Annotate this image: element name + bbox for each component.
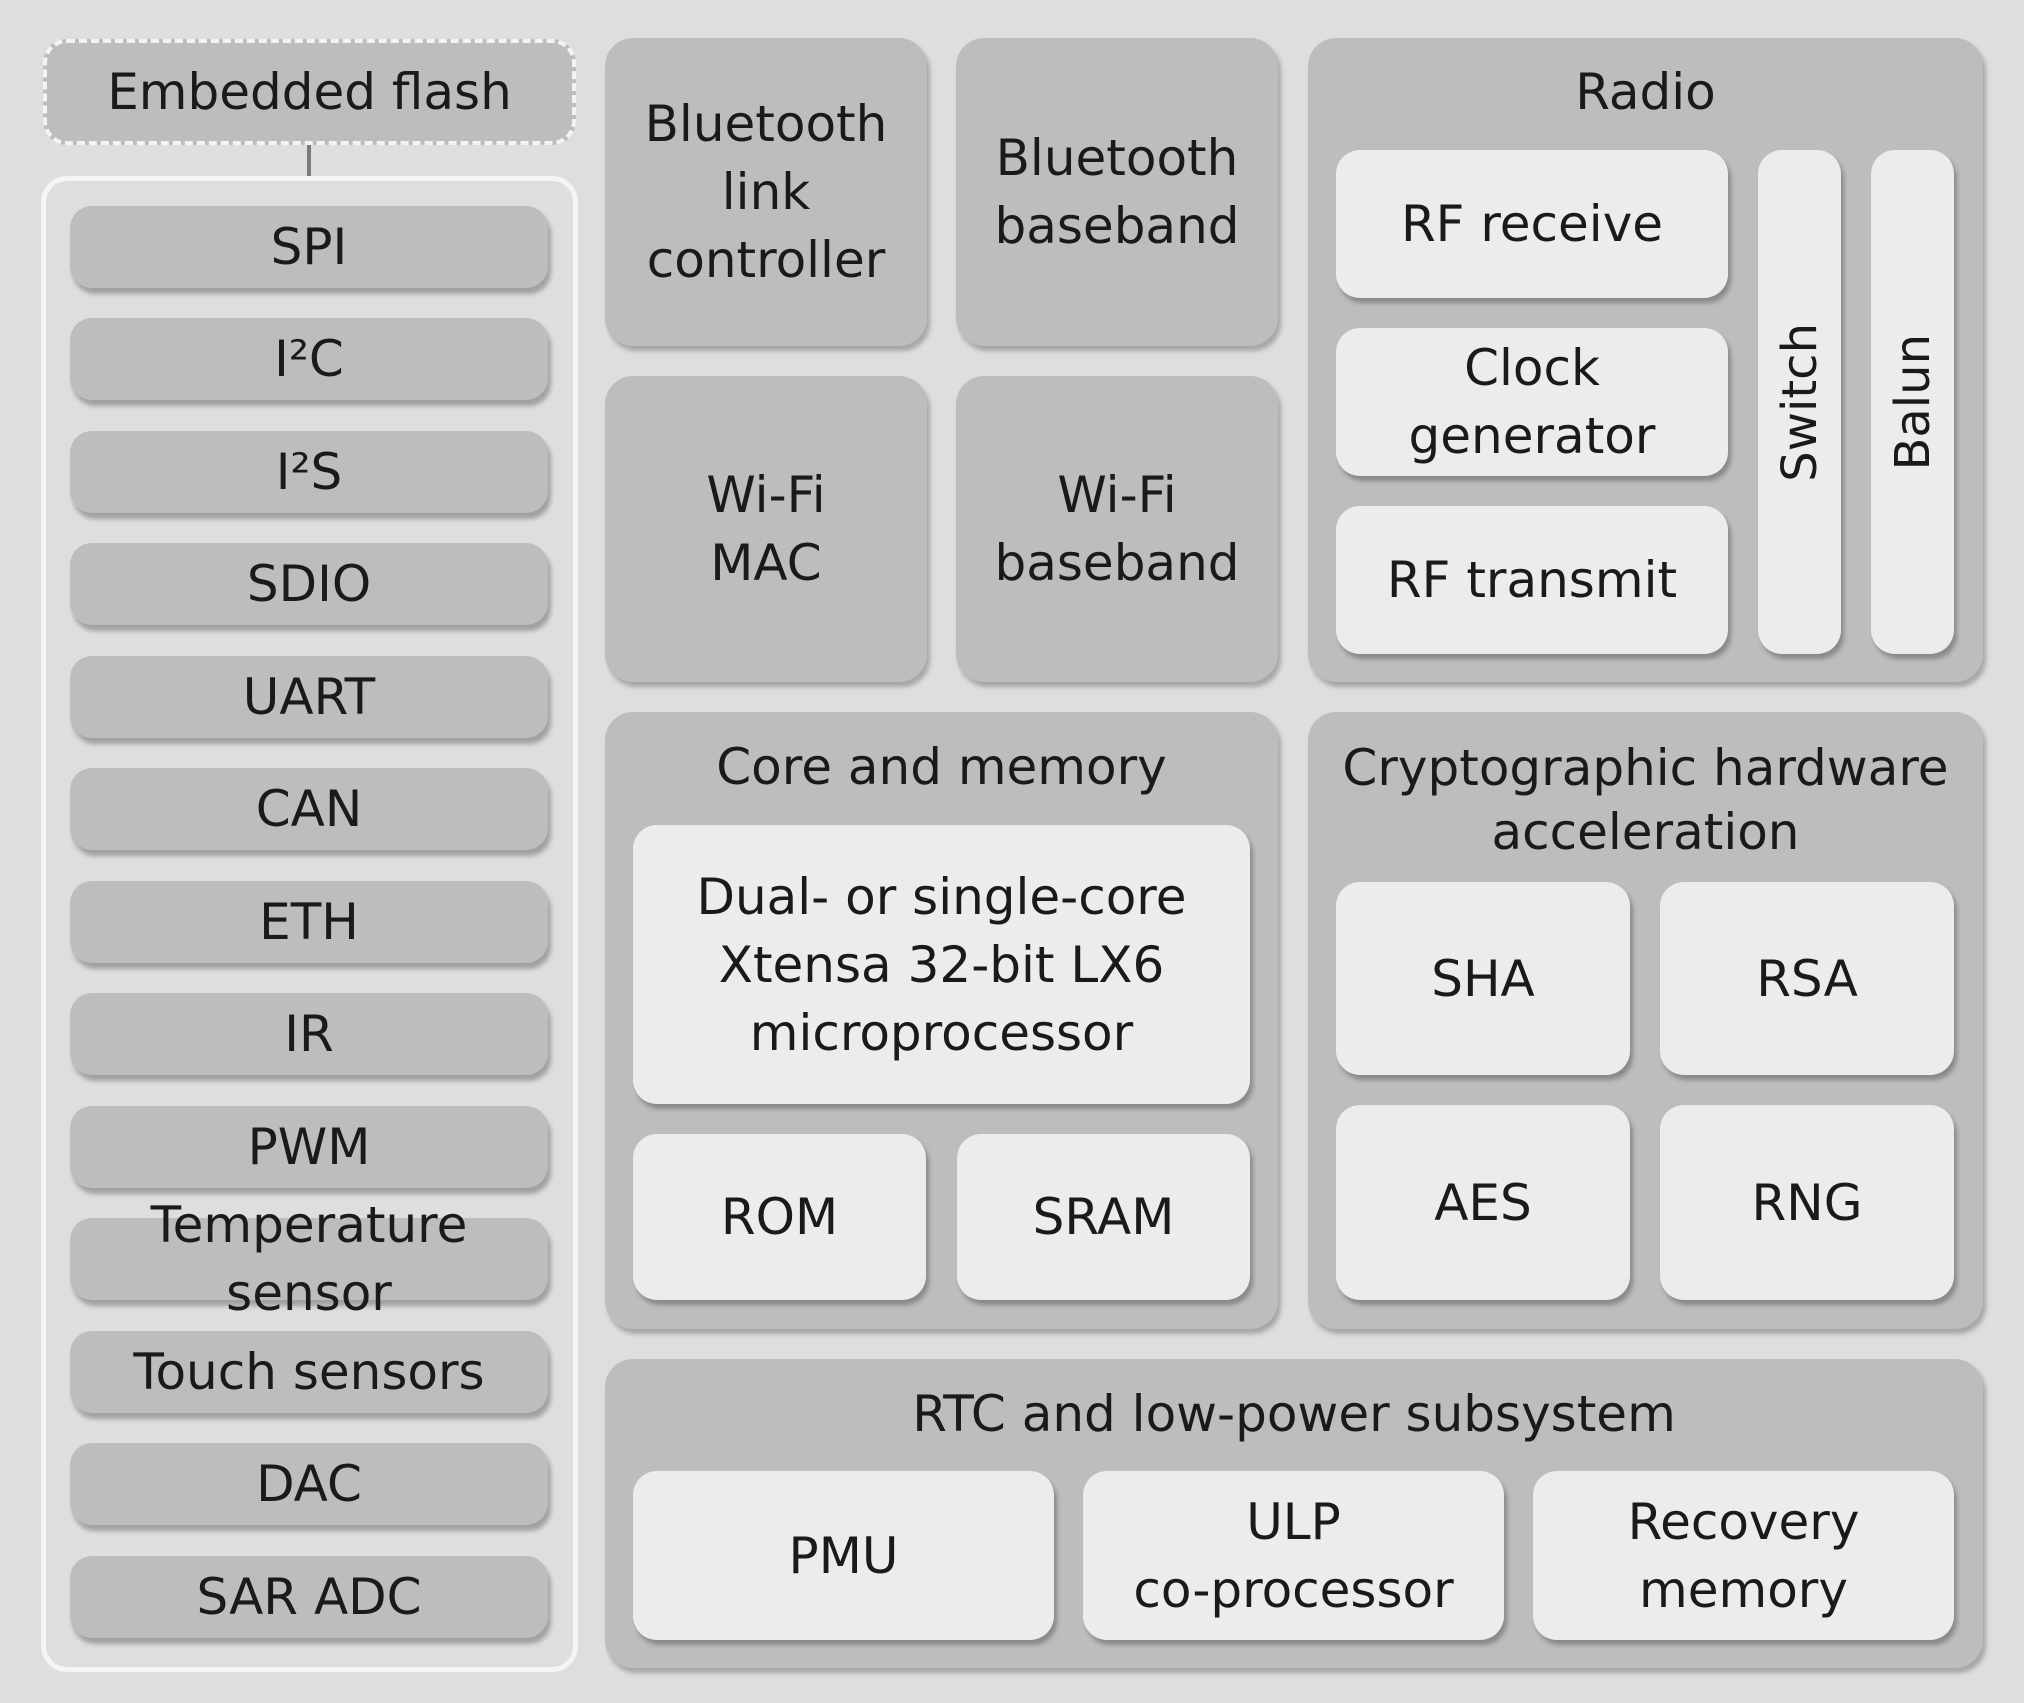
bluetooth-baseband-block: Bluetooth baseband (956, 38, 1278, 346)
crypto-title: Cryptographic hardware acceleration (1308, 736, 1983, 864)
block-label: SHA (1431, 949, 1535, 1008)
peripheral-label: DAC (256, 1455, 362, 1513)
block-label-line: MAC (710, 534, 822, 592)
sram-block: SRAM (957, 1134, 1250, 1300)
rf-receive-block: RF receive (1336, 150, 1728, 298)
peripheral-label: CAN (255, 780, 363, 838)
block-label-line: co-processor (1133, 1560, 1454, 1619)
peripheral-label: PWM (247, 1118, 371, 1176)
sha-block: SHA (1336, 882, 1630, 1075)
block-label-line: link (721, 163, 811, 221)
rsa-block: RSA (1660, 882, 1954, 1075)
block-label: Switch (1771, 322, 1828, 482)
recovery-memory-block: Recovery memory (1533, 1471, 1954, 1640)
core-memory-title: Core and memory (716, 738, 1167, 796)
block-label-line: Recovery (1627, 1492, 1860, 1551)
block-label: RF transmit (1386, 551, 1678, 609)
peripheral-pwm: PWM (70, 1106, 548, 1188)
peripheral-label: Touch sensors (133, 1343, 485, 1401)
peripheral-i2c: I²C (70, 318, 548, 400)
peripheral-sdio: SDIO (70, 543, 548, 625)
peripheral-dac: DAC (70, 1443, 548, 1525)
block-label-line: controller (646, 231, 886, 289)
microprocessor-block: Dual- or single-core Xtensa 32-bit LX6 m… (633, 825, 1250, 1104)
block-label-line: ULP (1246, 1492, 1341, 1551)
block-label-line: Dual- or single-core (696, 867, 1187, 926)
embedded-flash-label: Embedded flash (107, 63, 512, 121)
peripheral-label: Temperature sensor (150, 1196, 468, 1322)
peripheral-can: CAN (70, 768, 548, 850)
rtc-title: RTC and low-power subsystem (912, 1385, 1676, 1443)
block-label-line: Bluetooth (995, 129, 1239, 187)
peripheral-temperature-sensor: Temperature sensor (70, 1196, 548, 1322)
block-label: Clock generator (1408, 339, 1656, 465)
peripheral-sar-adc: SAR ADC (70, 1556, 548, 1638)
crypto-title-line: Cryptographic hardware (1342, 739, 1949, 797)
block-label: PMU (788, 1526, 899, 1585)
block-label: RSA (1756, 949, 1858, 1008)
block-label: RF receive (1400, 195, 1664, 253)
aes-block: AES (1336, 1105, 1630, 1300)
peripheral-i2s: I²S (70, 431, 548, 513)
block-label: RNG (1751, 1173, 1863, 1232)
block-label-line: memory (1639, 1560, 1848, 1619)
block-label: Balun (1884, 333, 1941, 471)
block-label-line: Wi-Fi (706, 466, 826, 524)
block-label: AES (1434, 1173, 1532, 1232)
peripheral-label: I²S (275, 443, 343, 501)
rom-block: ROM (633, 1134, 926, 1300)
block-label-line: Xtensa 32-bit LX6 (718, 935, 1165, 994)
peripheral-label: SDIO (246, 555, 372, 613)
clock-generator-block: Clock generator (1336, 328, 1728, 476)
peripheral-label: I²C (274, 330, 344, 388)
pmu-block: PMU (633, 1471, 1054, 1640)
wifi-baseband-block: Wi-Fi baseband (956, 376, 1278, 682)
block-label-line: Wi-Fi (1057, 466, 1177, 524)
peripheral-label: SAR ADC (196, 1568, 422, 1626)
rf-transmit-block: RF transmit (1336, 506, 1728, 654)
peripheral-eth: ETH (70, 881, 548, 963)
crypto-title-line: acceleration (1491, 803, 1800, 861)
bluetooth-link-controller-block: Bluetooth link controller (605, 38, 927, 346)
peripheral-label: UART (242, 668, 376, 726)
wifi-mac-block: Wi-Fi MAC (605, 376, 927, 682)
peripheral-uart: UART (70, 656, 548, 738)
peripheral-spi: SPI (70, 206, 548, 288)
block-label-line: Bluetooth (644, 95, 888, 153)
ulp-coprocessor-block: ULP co-processor (1083, 1471, 1504, 1640)
peripheral-touch-sensors: Touch sensors (70, 1331, 548, 1413)
block-label: ROM (720, 1188, 839, 1246)
block-label-line: baseband (994, 534, 1240, 592)
switch-block: Switch (1758, 150, 1841, 654)
peripheral-label: IR (284, 1005, 334, 1063)
peripheral-label: SPI (270, 218, 348, 276)
balun-block: Balun (1871, 150, 1954, 654)
peripheral-ir: IR (70, 993, 548, 1075)
radio-title: Radio (1575, 63, 1716, 121)
block-label: SRAM (1032, 1188, 1175, 1246)
block-label-line: baseband (994, 197, 1240, 255)
block-label-line: microprocessor (749, 1003, 1134, 1062)
embedded-flash-block: Embedded flash (43, 39, 576, 145)
rng-block: RNG (1660, 1105, 1954, 1300)
peripheral-label: ETH (259, 893, 359, 951)
